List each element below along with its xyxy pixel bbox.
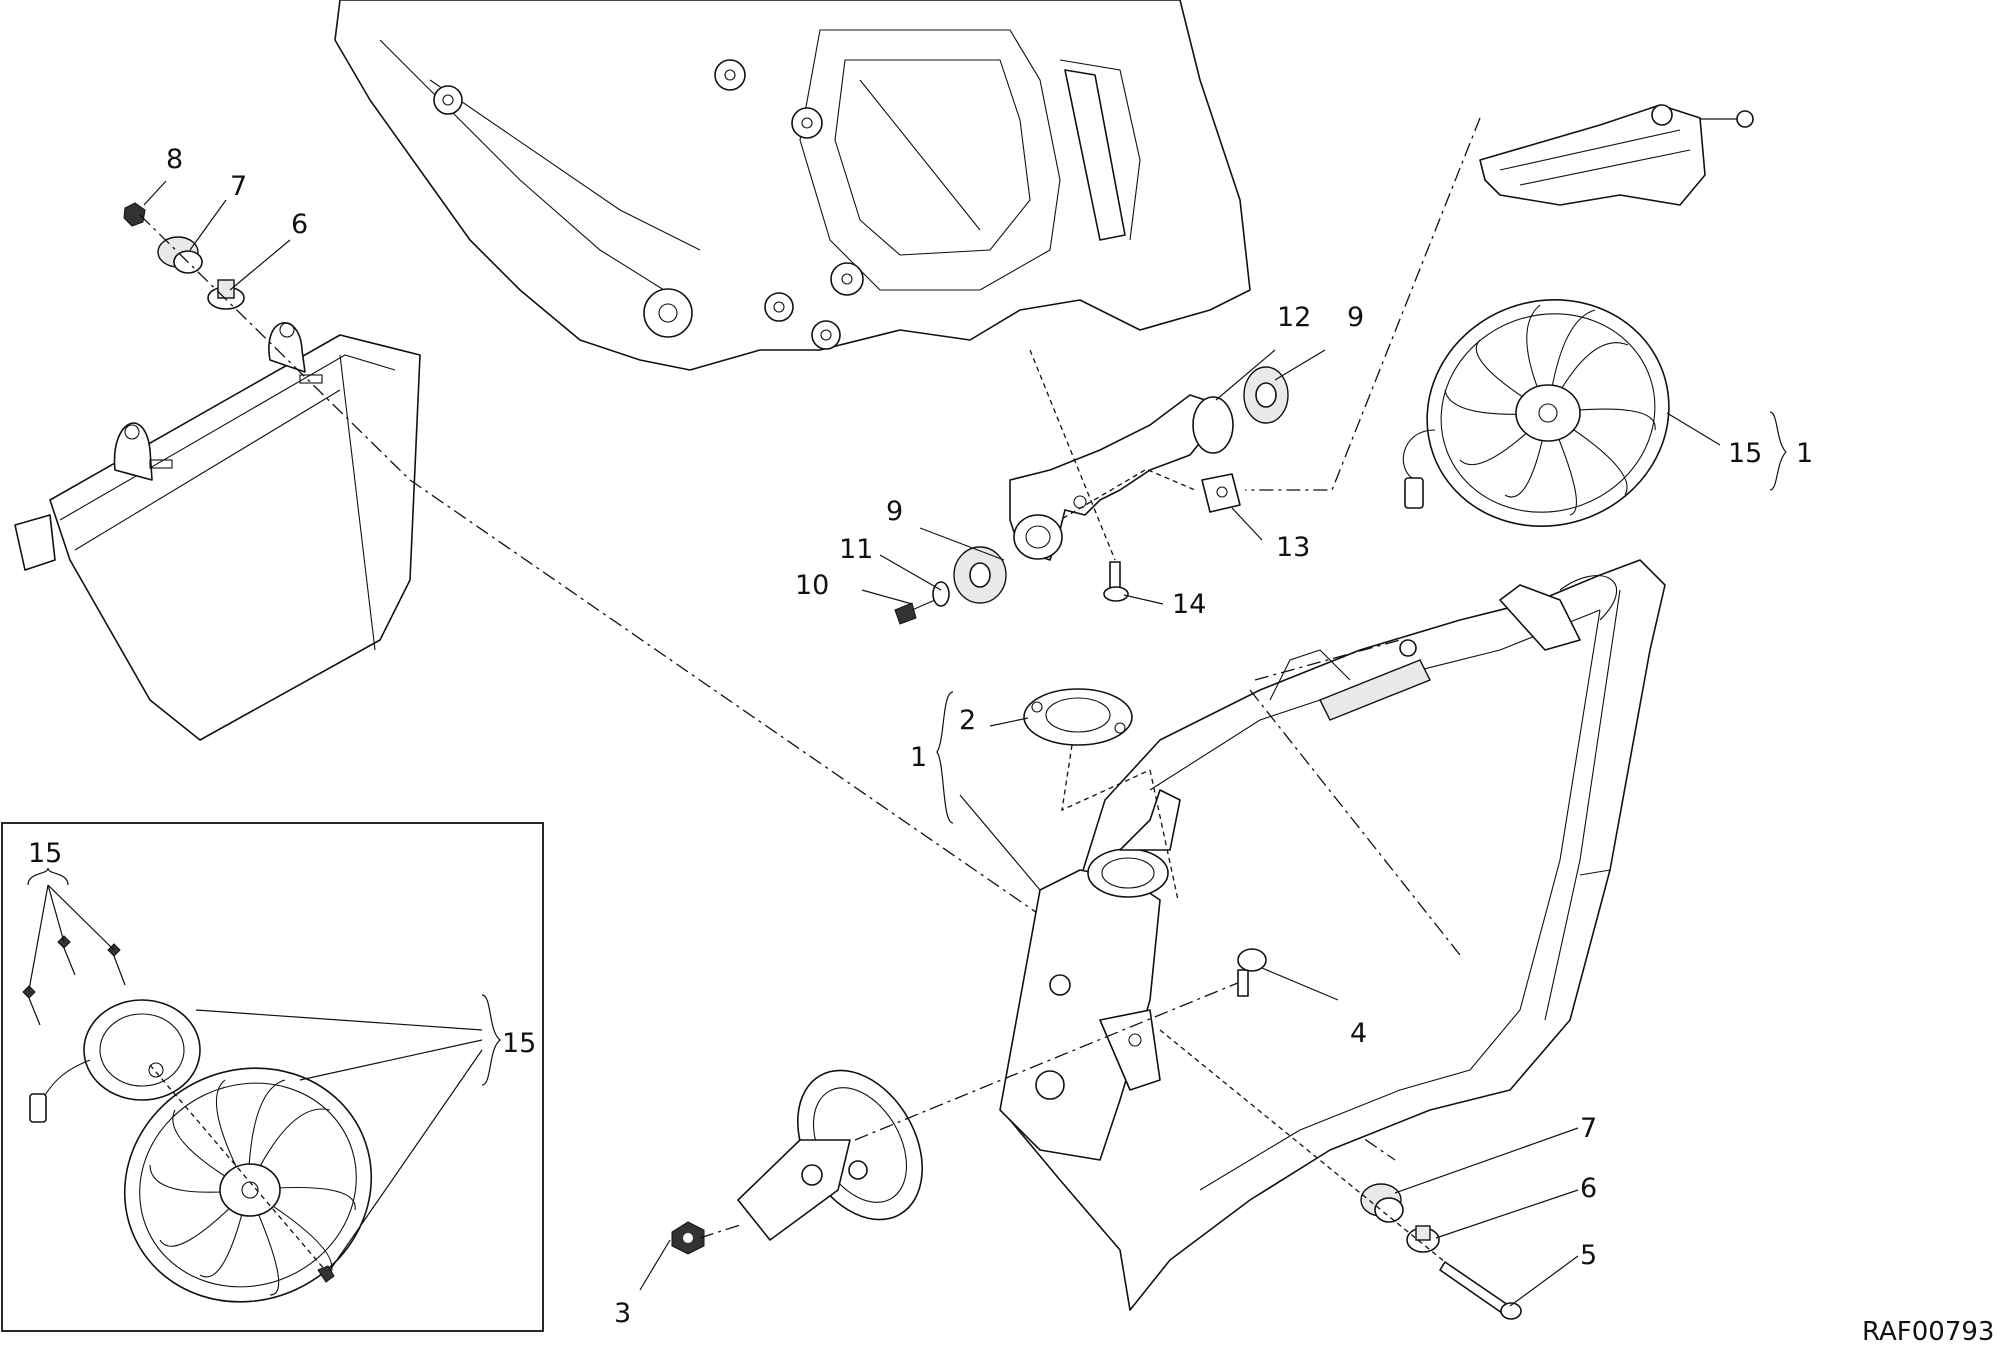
callout-14: 14: [1172, 589, 1206, 620]
screw-10: [894, 599, 936, 625]
callout-5: 5: [1580, 1240, 1597, 1271]
callout-12: 12: [1277, 302, 1311, 333]
callout-11: 11: [839, 534, 873, 565]
screw-14: [1103, 561, 1129, 602]
expansion-tank-part: [999, 789, 1181, 1161]
spacer-7-bottom: [1360, 1183, 1404, 1223]
clip-nut-13: [1201, 473, 1241, 513]
callout-1-fan: 1: [1796, 438, 1813, 469]
callout-6-bottom: 6: [1580, 1173, 1597, 1204]
callout-13: 13: [1276, 532, 1310, 563]
callout-9-upper: 9: [1347, 302, 1364, 333]
callout-9-lower: 9: [886, 496, 903, 527]
callout-7-top: 7: [230, 171, 247, 202]
grommet-9-upper: [1243, 366, 1289, 424]
callout-15-fan: 15: [1728, 438, 1762, 469]
callout-15-inset-top: 15: [28, 838, 62, 869]
inset-box: [1, 822, 544, 1332]
spacer-7-top: [157, 236, 203, 274]
bushing-6-top: [207, 279, 245, 310]
callout-1-tank: 1: [910, 742, 927, 773]
fan-assembly-15: [1402, 298, 1670, 528]
leader-lines: [143, 180, 1721, 1307]
callout-3: 3: [614, 1298, 631, 1329]
horn-part: [737, 1069, 923, 1241]
callout-10: 10: [795, 570, 829, 601]
radiator-cap-2: [1023, 688, 1133, 746]
grommet-9-lower: [953, 546, 1007, 604]
washer-11: [932, 581, 950, 607]
callout-15-inset-right: 15: [502, 1028, 536, 1059]
nut-8: [123, 202, 146, 227]
oil-cooler-part: [14, 322, 421, 741]
bolt-4: [1237, 948, 1267, 997]
callout-6-top: 6: [291, 209, 308, 240]
callout-2: 2: [959, 705, 976, 736]
upper-bracket-part: [1479, 104, 1754, 206]
callout-7-bottom: 7: [1580, 1113, 1597, 1144]
brace-fan-group: [1769, 411, 1787, 491]
callout-4: 4: [1350, 1018, 1367, 1049]
nut-3: [671, 1221, 705, 1255]
callout-8: 8: [166, 144, 183, 175]
bracket-12: [1009, 394, 1234, 561]
frame-part: [334, 0, 1251, 371]
brace-tank-group: [936, 691, 954, 824]
radiator-part: [1009, 559, 1666, 1311]
drawing-code: RAF00793: [1862, 1317, 1994, 1347]
bushing-6-bottom: [1406, 1225, 1440, 1253]
bolt-5: [1439, 1261, 1522, 1320]
